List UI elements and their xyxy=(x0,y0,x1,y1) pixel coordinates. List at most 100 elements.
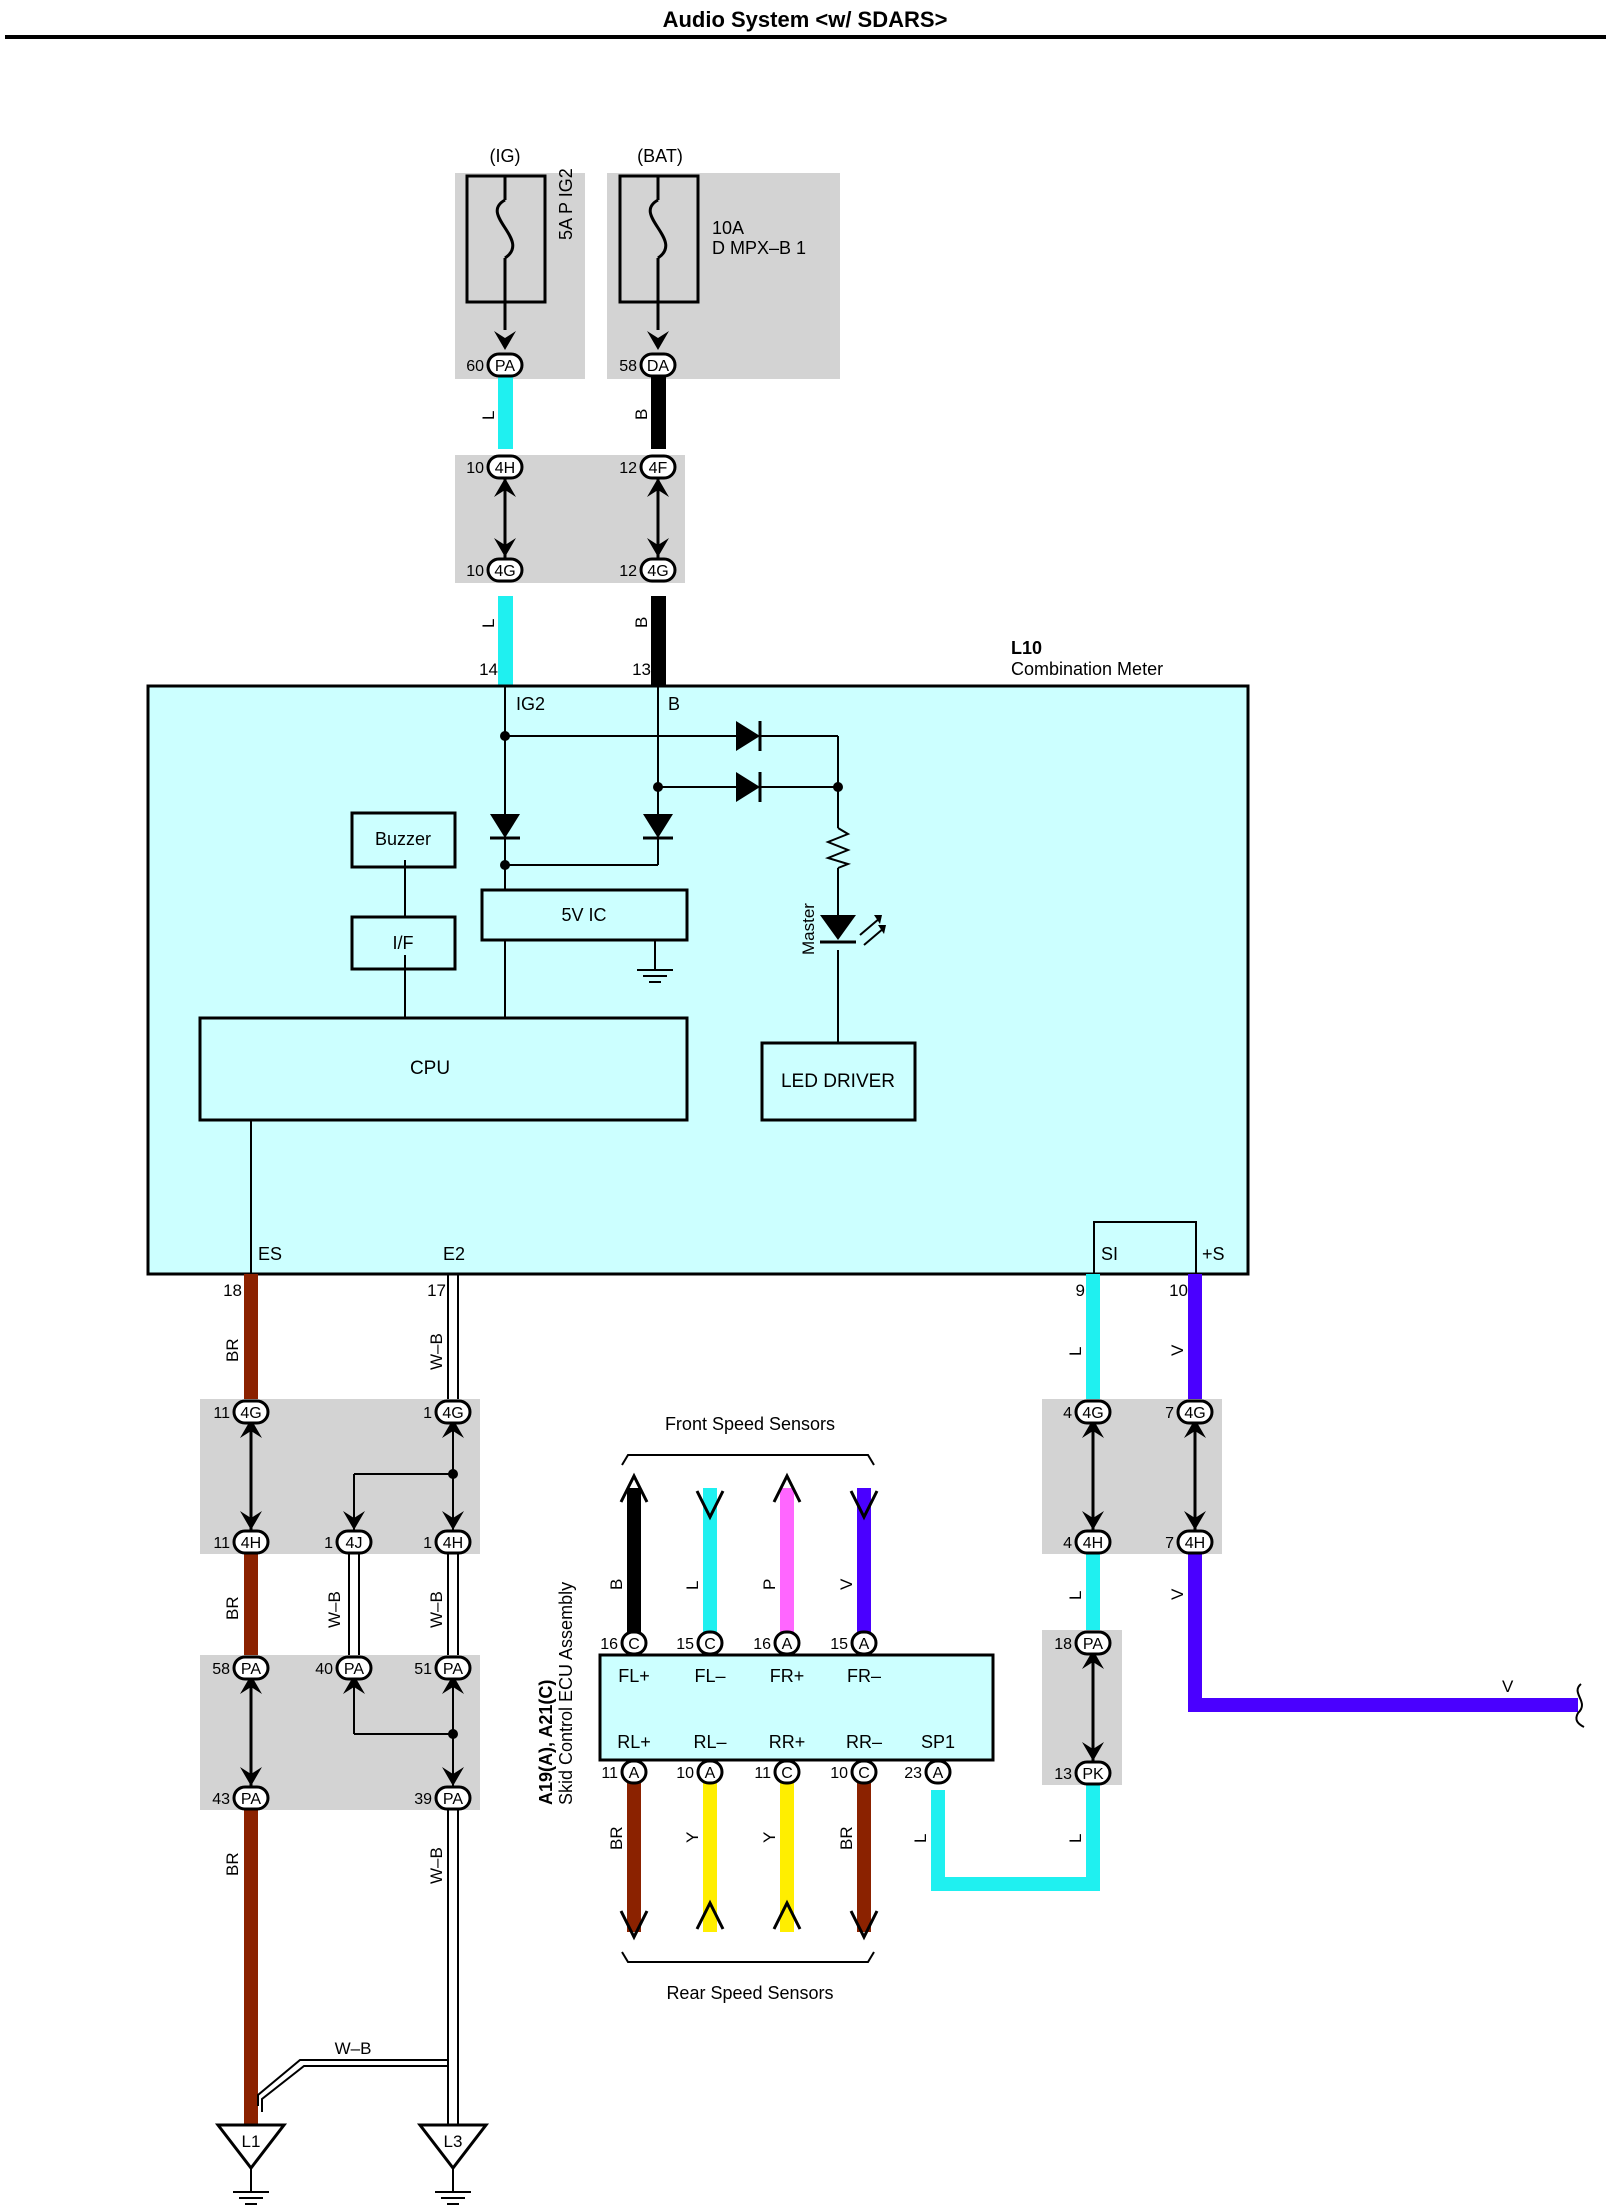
ecu-top-terminals: FL+ FL– FR+ FR– xyxy=(618,1666,881,1686)
connector-pin-number: 15 xyxy=(830,1636,848,1653)
terminal-s: +S xyxy=(1202,1244,1225,1264)
block-if-label: I/F xyxy=(393,933,414,953)
block-buzzer-label: Buzzer xyxy=(375,829,431,849)
meter-pin-b: 13 xyxy=(632,660,651,679)
junction-block-right-2 xyxy=(1042,1630,1122,1785)
wire-label-wb-ground: W–B xyxy=(335,2039,372,2058)
front-sensor-wires xyxy=(627,1488,871,1644)
ecu-terminal: RL+ xyxy=(617,1732,651,1752)
connector-code: PA xyxy=(344,1661,364,1678)
connector-code: 4H xyxy=(1083,1535,1103,1552)
connector-code: PA xyxy=(241,1661,261,1678)
ecu-terminal: FL– xyxy=(694,1666,725,1686)
connector-code: PA xyxy=(1083,1636,1103,1653)
connector-code: PA xyxy=(443,1661,463,1678)
connector-pin-number: 15 xyxy=(676,1636,694,1653)
wire-label-l-right1: L xyxy=(1066,1347,1085,1356)
wire-label-rear-y1: Y xyxy=(683,1832,702,1843)
wire-label-rear-y2: Y xyxy=(760,1832,779,1843)
connector-pin-number: 10 xyxy=(466,460,484,477)
connector-code: 4G xyxy=(442,1405,463,1422)
block-if xyxy=(350,915,457,971)
block-led-driver-label: LED DRIVER xyxy=(781,1071,895,1092)
wire-label-br-1: BR xyxy=(223,1338,242,1362)
fuse-ig-icon xyxy=(495,198,515,260)
connector-pin: C11 xyxy=(754,1759,801,1785)
wire-label-l-upper: L xyxy=(479,411,498,420)
connector-code: PA xyxy=(241,1791,261,1808)
connector-code: C xyxy=(628,1636,640,1653)
ecu-terminal: SP1 xyxy=(921,1732,955,1752)
connector-code: 4H xyxy=(443,1535,463,1552)
connector-pin: 4G4 xyxy=(1063,1399,1112,1425)
wire-label-sensor-b: B xyxy=(607,1579,626,1590)
connector-pin-number: 10 xyxy=(676,1765,694,1782)
meter-pin-e2: 17 xyxy=(427,1281,446,1300)
block-cpu-label: CPU xyxy=(410,1058,450,1079)
connector-code: DA xyxy=(647,358,670,375)
meter-code: L10 xyxy=(1011,638,1042,658)
junction-block-left-2 xyxy=(200,1655,480,1810)
terminal-b: B xyxy=(668,694,680,714)
rear-sensors-bracket xyxy=(621,1951,875,1963)
connector-pin-number: 1 xyxy=(423,1405,432,1422)
terminal-es: ES xyxy=(258,1244,282,1264)
meter-pin-ig2: 14 xyxy=(479,660,498,679)
wire-break-icon xyxy=(1575,1683,1585,1728)
connector-pin: PA 60 xyxy=(466,352,524,378)
connector-pin-number: 43 xyxy=(212,1791,230,1808)
connector-pin-number: 11 xyxy=(601,1765,618,1782)
fuse-bat-icon xyxy=(648,198,668,260)
wire-label-wb-3: W–B xyxy=(427,1591,446,1628)
connector-code: A xyxy=(782,1636,793,1653)
wire-label-l-sp1: L xyxy=(911,1834,930,1843)
connector-pin: A11 xyxy=(601,1759,648,1785)
wire-label-sensor-p: P xyxy=(760,1579,779,1590)
connector-pin: C15 xyxy=(676,1630,724,1656)
meter-pin-s: 10 xyxy=(1169,1281,1188,1300)
connector-pin-number: 11 xyxy=(754,1765,771,1782)
wire-label-sensor-v: V xyxy=(837,1578,856,1590)
wire-label-rear-br1: BR xyxy=(607,1826,626,1850)
connector-pin-number: 13 xyxy=(1054,1766,1072,1783)
connector-pin: 4H4 xyxy=(1063,1529,1112,1555)
connector-code: 4F xyxy=(649,460,668,477)
fuse-bat-amp: 10A xyxy=(712,218,744,238)
ground-icon xyxy=(434,2179,472,2205)
rear-sensors-label: Rear Speed Sensors xyxy=(666,1983,833,2003)
connector-code: PA xyxy=(495,358,515,375)
wire-label-br-3: BR xyxy=(223,1852,242,1876)
connector-pin: PA 43 xyxy=(212,1785,270,1811)
connector-code: 4G xyxy=(1184,1405,1205,1422)
connector-code: 4G xyxy=(1082,1405,1103,1422)
wire-label-wb-1: W–B xyxy=(427,1333,446,1370)
wire-ig-upper xyxy=(498,377,513,686)
connector-pin: A 15 xyxy=(830,1630,878,1656)
connector-pin: 4J1 xyxy=(324,1529,373,1555)
front-sensors-label: Front Speed Sensors xyxy=(665,1414,835,1434)
wire-label-wb-2: W–B xyxy=(325,1591,344,1628)
fuse-bat-supply: (BAT) xyxy=(637,146,683,166)
skid-control-ecu xyxy=(598,1653,995,1762)
connector-code: A xyxy=(859,1636,870,1653)
fuse-bat-label: D MPX–B 1 xyxy=(712,238,806,258)
ground-l3 xyxy=(416,2123,490,2205)
connector-pin-number: 60 xyxy=(466,358,484,375)
meter-internal-wiring xyxy=(250,686,839,1274)
connector-code: 4J xyxy=(346,1535,363,1552)
ecu-name: Skid Control ECU Assembly xyxy=(556,1582,576,1805)
connector-pin-number: 16 xyxy=(753,1636,771,1653)
connector-pin-number: 10 xyxy=(830,1765,848,1782)
connector-pin: C16 xyxy=(600,1630,648,1656)
connector-pin: C10 xyxy=(830,1759,878,1785)
connector-pin-number: 12 xyxy=(619,460,637,477)
